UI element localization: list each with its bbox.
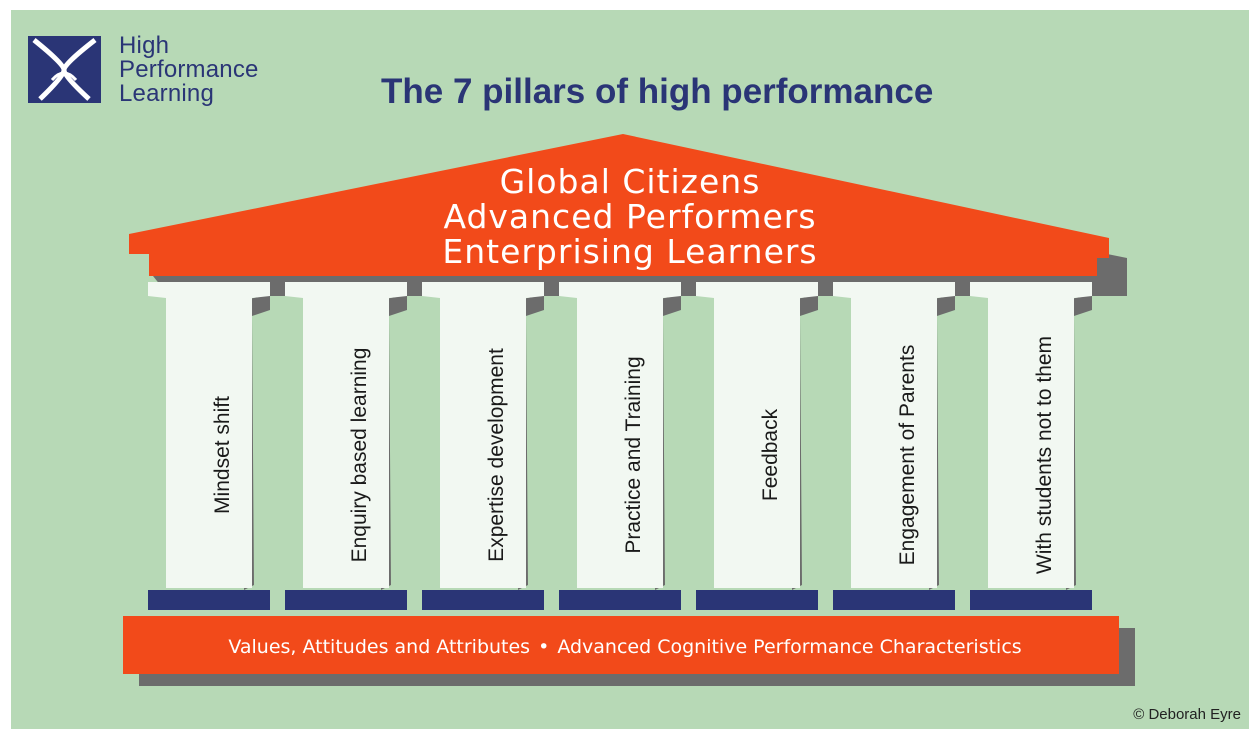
pillar-label-1: Mindset shift <box>211 396 234 514</box>
roof-line-global-citizens: Global Citizens <box>499 162 761 201</box>
foundation-item-values: Values, Attitudes and Attributes <box>228 636 531 658</box>
foundation-separator: • <box>538 636 550 658</box>
hpl-logo-icon <box>28 36 101 103</box>
page-title: The 7 pillars of high performance <box>381 72 934 111</box>
logo-text-line-2: Performance <box>119 56 259 83</box>
pillar-label-5: Feedback <box>759 408 782 502</box>
pillar-4 <box>559 282 681 610</box>
foundation-label: Values, Attitudes and Attributes • Advance… <box>129 618 1121 676</box>
pillar-1 <box>148 282 270 610</box>
pillars-group <box>148 282 1092 610</box>
pillar-3 <box>422 282 544 610</box>
temple-diagram <box>123 134 1135 686</box>
pillar-label-2: Enquiry based learning <box>348 347 371 563</box>
foundation-item-cognitive: Advanced Cognitive Performance Character… <box>557 636 1022 658</box>
pillar-7 <box>970 282 1092 610</box>
pillar-label-3: Expertise development <box>485 348 508 562</box>
roof-line-advanced-performers: Advanced Performers <box>443 197 817 236</box>
logo-text-line-3: Learning <box>119 80 215 107</box>
pillar-label-6: Engagement of Parents <box>896 344 919 566</box>
pillar-label-4: Practice and Training <box>622 356 645 554</box>
pillar-6 <box>833 282 955 610</box>
copyright-notice: © Deborah Eyre <box>1133 706 1241 723</box>
slide: High Performance Learning The 7 pillars … <box>11 10 1249 729</box>
pillar-label-7: With students not to them <box>1033 335 1056 575</box>
foundation-bar <box>123 616 1119 674</box>
pillar-2 <box>285 282 407 610</box>
roof <box>129 134 1109 276</box>
pillar-5 <box>696 282 818 610</box>
roof-line-enterprising-learners: Enterprising Learners <box>442 232 818 271</box>
logo-text-line-1: High <box>119 32 170 59</box>
